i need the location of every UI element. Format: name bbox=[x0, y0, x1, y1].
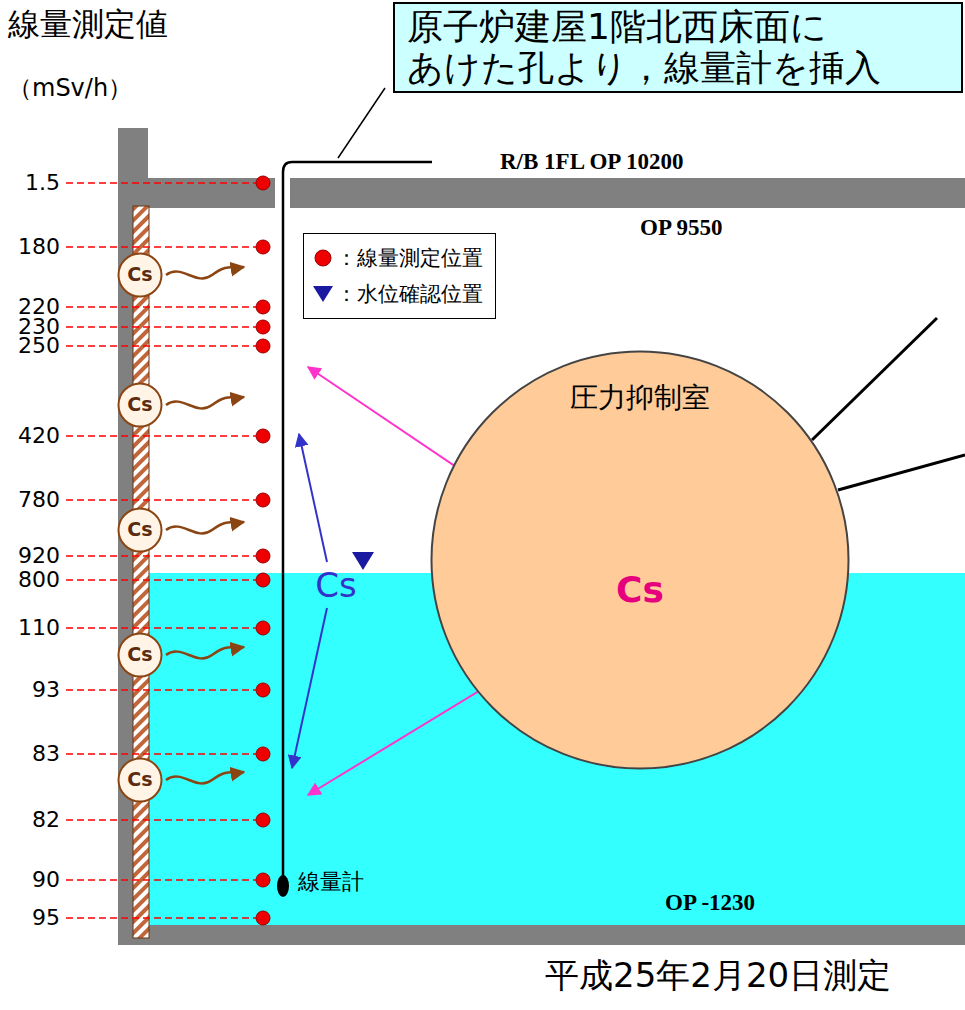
elevation-label: OP 9550 bbox=[640, 216, 722, 239]
measure-dot bbox=[256, 339, 270, 353]
measure-dot bbox=[256, 429, 270, 443]
measure-line bbox=[66, 753, 256, 755]
legend-row: ：線量測定位置 bbox=[312, 240, 483, 276]
legend-dot bbox=[312, 247, 334, 269]
measure-line bbox=[66, 306, 256, 308]
dosimeter bbox=[277, 875, 289, 897]
measure-dot bbox=[256, 813, 270, 827]
measure-dot bbox=[256, 176, 270, 190]
floor-slab bbox=[118, 178, 275, 208]
emission-arrow bbox=[166, 397, 244, 408]
emission-arrow bbox=[166, 267, 244, 278]
cs-marker-shape bbox=[119, 634, 162, 677]
suppression-chamber: 圧力抑制室 Cs bbox=[430, 350, 850, 770]
emission-arrow bbox=[166, 522, 244, 533]
axis-title: 線量測定値 bbox=[8, 8, 168, 40]
measure-line bbox=[66, 579, 256, 581]
dose-value: 920 bbox=[18, 545, 60, 567]
measure-line bbox=[66, 499, 256, 501]
cs-marker: Cs bbox=[117, 757, 163, 803]
measure-line bbox=[66, 819, 256, 821]
emission-arrow bbox=[166, 772, 244, 783]
measure-dot bbox=[256, 873, 270, 887]
cs-marker: Cs bbox=[117, 507, 163, 553]
cs-marker-shape bbox=[119, 509, 162, 552]
measure-dot bbox=[256, 621, 270, 635]
dose-value: 780 bbox=[18, 489, 60, 511]
cs-marker: Cs bbox=[117, 632, 163, 678]
measure-dot bbox=[256, 683, 270, 697]
vent-pipe bbox=[838, 455, 965, 490]
legend-row: ：水位確認位置 bbox=[312, 276, 483, 312]
cs-marker-shape bbox=[119, 759, 162, 802]
measure-dot bbox=[256, 573, 270, 587]
legend-box: ：線量測定位置 ：水位確認位置 bbox=[303, 233, 496, 319]
measure-dot bbox=[256, 300, 270, 314]
dose-value: 95 bbox=[32, 907, 60, 929]
nuclide-label: Cs bbox=[127, 644, 152, 666]
nuclide-label: Cs bbox=[127, 519, 152, 541]
legend-triangle bbox=[312, 283, 334, 305]
dose-value: 82 bbox=[32, 809, 60, 831]
measure-line bbox=[66, 345, 256, 347]
dose-value: 83 bbox=[32, 743, 60, 765]
measure-line bbox=[66, 435, 256, 437]
measure-line bbox=[66, 917, 256, 919]
dose-value: 180 bbox=[18, 236, 60, 258]
vent-pipe bbox=[812, 318, 937, 440]
dose-value: 93 bbox=[32, 679, 60, 701]
unit-label: （mSv/h） bbox=[8, 76, 132, 100]
measurement-points bbox=[66, 176, 270, 925]
dose-value: 250 bbox=[18, 335, 60, 357]
wall-emission bbox=[166, 267, 244, 783]
elevation-label: R/B 1FL OP 10200 bbox=[500, 150, 683, 173]
measure-line bbox=[66, 879, 256, 881]
measure-line bbox=[66, 182, 256, 184]
measure-dot bbox=[256, 549, 270, 563]
chamber-name: 圧力抑制室 bbox=[570, 382, 710, 414]
elevation-label: OP -1230 bbox=[665, 891, 755, 914]
measure-line bbox=[66, 627, 256, 629]
measure-dot bbox=[256, 240, 270, 254]
measure-line bbox=[66, 689, 256, 691]
dose-value: 1.5 bbox=[25, 172, 60, 194]
dose-value: 90 bbox=[32, 869, 60, 891]
floor-slab bbox=[290, 178, 965, 208]
dose-value: 800 bbox=[18, 569, 60, 591]
leader-line bbox=[338, 88, 385, 158]
dose-value: 420 bbox=[18, 425, 60, 447]
dosimeter-label: 線量計 bbox=[298, 871, 364, 893]
measure-dot bbox=[256, 747, 270, 761]
callout-text: 原子炉建屋1階北西床面に あけた孔より，線量計を挿入 bbox=[407, 6, 949, 89]
cs-marker: Cs bbox=[117, 252, 163, 298]
measure-dot bbox=[256, 493, 270, 507]
basement-floor bbox=[118, 925, 965, 945]
measure-dot bbox=[256, 320, 270, 334]
legend-text: ：線量測定位置 bbox=[336, 246, 483, 270]
measure-dot bbox=[256, 911, 270, 925]
nuclide-label: Cs bbox=[127, 264, 152, 286]
contaminated-wall-layer bbox=[133, 206, 149, 938]
caption: 平成25年2月20日測定 bbox=[545, 958, 891, 992]
nuclide-label: Cs bbox=[315, 568, 356, 602]
emission-arrow bbox=[166, 647, 244, 658]
cs-marker: Cs bbox=[117, 382, 163, 428]
nuclide-label: Cs bbox=[127, 394, 152, 416]
nuclide-label: Cs bbox=[127, 769, 152, 791]
dose-value: 110 bbox=[18, 617, 60, 639]
measure-line bbox=[66, 555, 256, 557]
dose-value: 220 bbox=[18, 296, 60, 318]
radiation-arrow bbox=[292, 608, 327, 768]
suppression-chamber-shape bbox=[432, 352, 849, 769]
nuclide-label: Cs bbox=[616, 569, 664, 610]
cs-marker-shape bbox=[119, 384, 162, 427]
legend-text: ：水位確認位置 bbox=[336, 282, 483, 306]
measure-line bbox=[66, 246, 256, 248]
measure-line bbox=[66, 326, 256, 328]
radiation-arrow bbox=[299, 434, 327, 562]
cs-marker-shape bbox=[119, 254, 162, 297]
callout-box: 原子炉建屋1階北西床面に あけた孔より，線量計を挿入 bbox=[393, 2, 963, 93]
